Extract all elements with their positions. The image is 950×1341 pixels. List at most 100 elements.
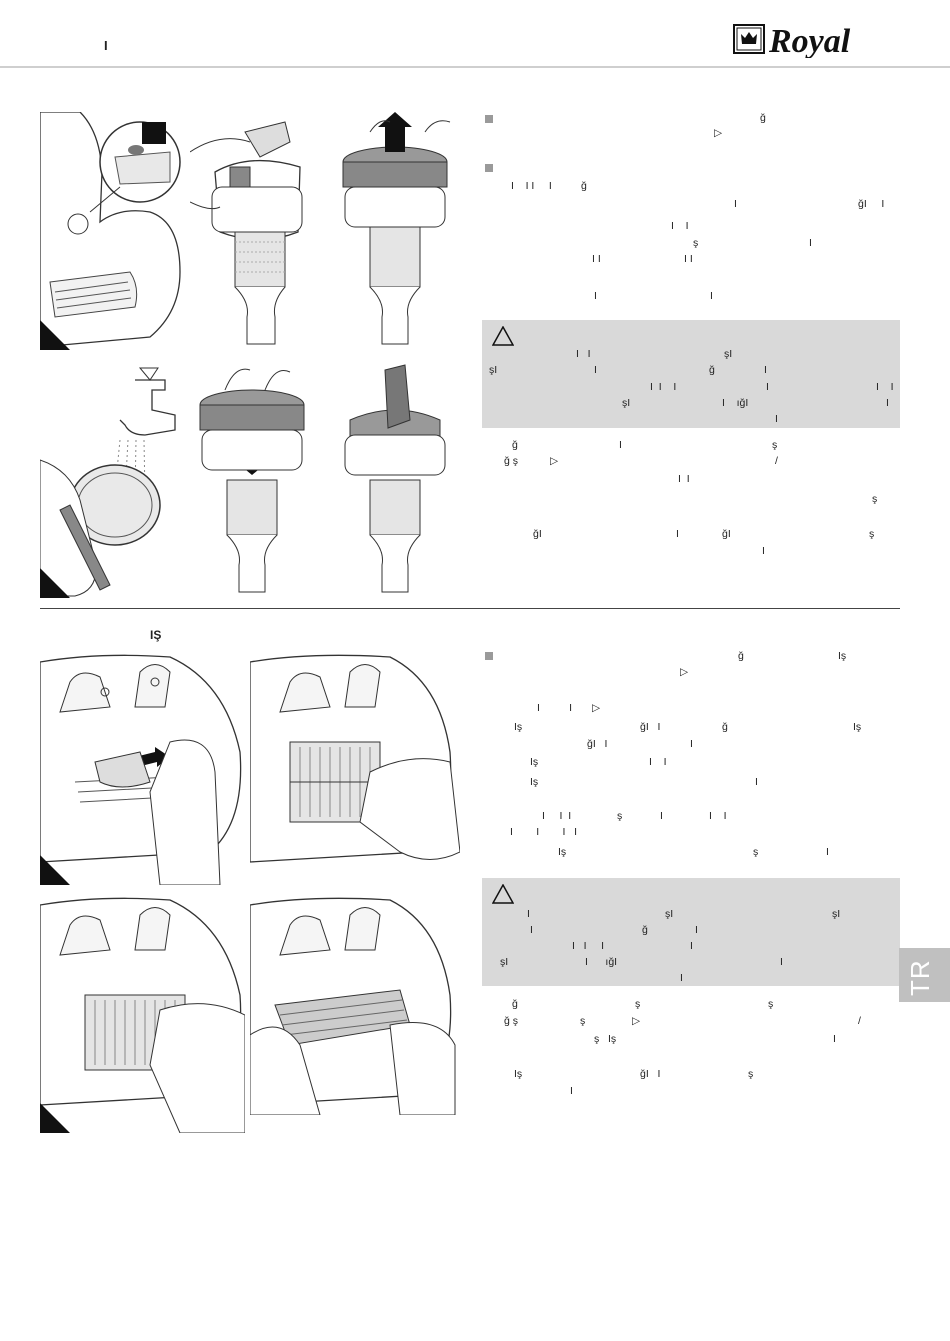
text-fragment: I I [576,348,591,360]
section-title: IŞ [150,628,162,642]
text-fragment: I [710,290,713,302]
text-fragment: I [762,545,765,557]
text-fragment: ▷ [632,1015,641,1027]
section-divider [40,608,900,609]
text-fragment: şI [665,908,674,920]
warning-icon [492,326,514,346]
text-fragment: ğ [512,439,518,451]
text-fragment: Iş [530,756,539,768]
figure-cyclone-handle [190,112,325,350]
text-fragment: I I I [572,940,605,952]
text-fragment: ğ ş [504,1015,519,1027]
text-fragment: I I [709,810,727,822]
text-fragment: I [570,1085,573,1097]
text-fragment: I I I [650,381,677,393]
bullet-marker [485,164,493,172]
text-fragment: ▷ [680,666,689,678]
text-fragment: şI [489,364,498,376]
text-fragment: I [766,381,769,393]
text-fragment: Iş [530,776,539,788]
text-fragment: ş Iş [594,1033,617,1045]
figure-cyclone-lock [330,360,460,598]
text-fragment: I [660,810,663,822]
text-fragment: ğI I [858,198,885,210]
figure-corner-marker [40,320,70,350]
header-rule [0,66,950,68]
text-fragment: I I [537,702,573,714]
text-fragment: I [676,528,679,540]
text-fragment: şI [724,348,733,360]
text-fragment: I [809,237,812,249]
text-fragment: Iş [558,846,567,858]
text-fragment: Iş [838,650,847,662]
figure-corner-marker [40,855,70,885]
svg-text:Royal: Royal [768,23,851,58]
warning-icon [492,884,514,904]
text-fragment: ▷ [714,127,723,139]
text-fragment: I I I I [510,826,578,838]
text-fragment: I I [671,220,689,232]
text-fragment: I ığI [722,397,749,409]
text-fragment: ğ [709,364,715,376]
text-fragment: ğI [533,528,542,540]
text-fragment: ş [772,439,778,451]
text-fragment: I [886,397,889,409]
text-fragment: ğI I [640,1068,661,1080]
text-fragment: / [775,455,778,467]
text-fragment: ğI I [587,738,608,750]
page-header-mark: I [104,38,108,53]
figure-grille-open [40,652,245,885]
figure-cyclone-release-button [40,112,190,350]
text-fragment: I [690,738,693,750]
text-fragment: ş [635,998,641,1010]
text-fragment: ş [748,1068,754,1080]
text-fragment: şI [832,908,841,920]
text-fragment: I [680,972,683,984]
text-fragment: ğ [722,721,728,733]
figure-filter-washing [40,360,190,598]
text-fragment: ş [872,493,878,505]
text-fragment: ğ [760,112,766,124]
text-fragment: I I [678,473,690,485]
figure-exhaust-filter-remove [250,652,460,885]
figure-grille-close [250,895,460,1115]
text-fragment: Iş [514,721,523,733]
warning-box-exhaust-filter [482,878,900,986]
text-fragment: I [775,413,778,425]
text-fragment: I [780,956,783,968]
text-fragment: I I [649,756,667,768]
text-fragment: Iş [514,1068,523,1080]
text-fragment: / [858,1015,861,1027]
text-fragment: I ığI [585,956,618,968]
figure-exhaust-filter-insert [40,895,245,1133]
text-fragment: I I [876,381,894,393]
text-fragment: I [594,364,597,376]
text-fragment: ğ [642,924,648,936]
language-tab: TR [899,948,950,1002]
bullet-marker [485,652,493,660]
text-fragment: şI [622,397,631,409]
text-fragment: ş [753,846,759,858]
text-fragment: I [690,940,693,952]
text-fragment: ğ [738,650,744,662]
text-fragment: ğ ş [504,455,519,467]
text-fragment: I [755,776,758,788]
text-fragment: I [833,1033,836,1045]
language-tab-label: TR [905,959,935,996]
text-fragment: I [619,439,622,451]
text-fragment: ş [869,528,875,540]
figure-filter-insert [190,360,325,598]
text-fragment: I I I I ğ [511,180,587,192]
text-fragment: Iş [853,721,862,733]
text-fragment: ş [693,237,699,249]
figure-cyclone-lid-lift [330,112,460,350]
royal-logo: Royal [733,22,903,60]
text-fragment: şI [500,956,509,968]
text-fragment: ş [617,810,623,822]
text-fragment: I I [592,253,601,265]
text-fragment: I [695,924,698,936]
text-fragment: I [594,290,597,302]
text-fragment: ğI [722,528,731,540]
text-fragment: ğ [512,998,518,1010]
text-fragment: I [734,198,737,210]
